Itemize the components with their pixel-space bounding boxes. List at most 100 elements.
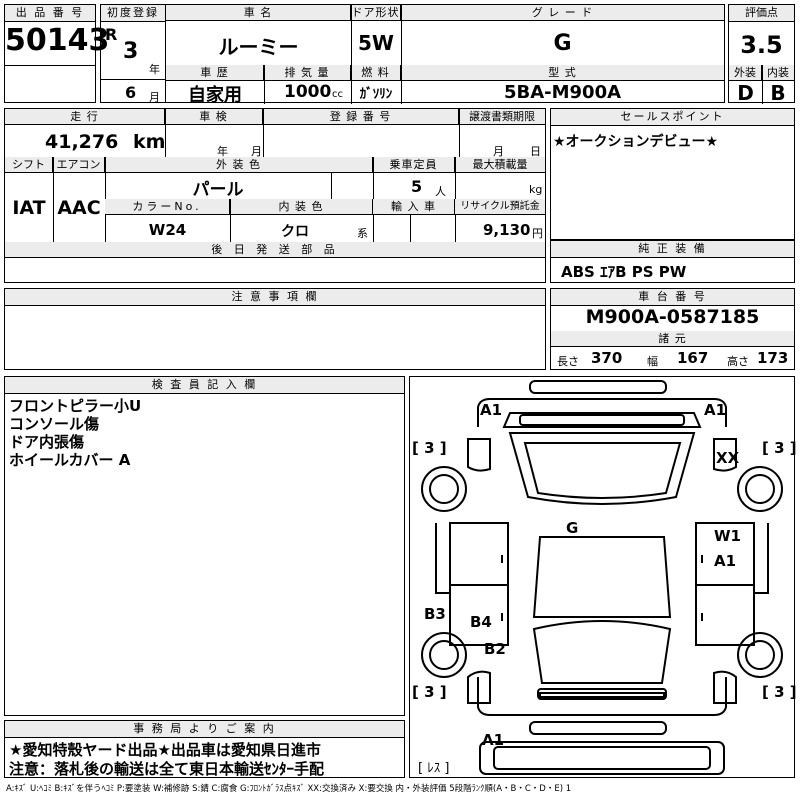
model: 5BA-M900A bbox=[503, 82, 622, 103]
era: R bbox=[105, 25, 118, 44]
exterior-grade: D bbox=[737, 81, 754, 105]
inspection-month-unit: 月 bbox=[251, 145, 262, 158]
inspection-year-unit: 年 bbox=[217, 145, 228, 158]
length-label: 長さ bbox=[557, 355, 579, 368]
score-box: 評価点 3.5 外装 内装 D B bbox=[728, 4, 795, 105]
transfer-month-unit: 月 bbox=[493, 145, 504, 158]
door-type: 5W bbox=[358, 31, 394, 55]
height-label: 高さ bbox=[727, 355, 749, 368]
first-registration-box: 初度登録 R 3 年 6 月 bbox=[100, 4, 166, 104]
car-outline-diagram bbox=[421, 380, 783, 775]
vehicle-detail-box: 走 行 車 検 登 録 番 号 譲渡書類期限 41,276 km 年 月 月 日… bbox=[4, 108, 546, 283]
mark-front-left: A1 bbox=[480, 401, 503, 419]
ac: AAC bbox=[57, 197, 101, 219]
mark-front-right: A1 bbox=[704, 401, 727, 419]
shift: IAT bbox=[12, 197, 46, 219]
history-label: 車 歴 bbox=[166, 65, 264, 81]
mark-right-door-1: W1 bbox=[714, 527, 741, 545]
fuel: ｶﾞｿﾘﾝ bbox=[359, 87, 393, 102]
mark-rear-bumper: A1 bbox=[482, 731, 505, 749]
grade: G bbox=[553, 31, 572, 56]
legend: A:ｷｽﾞ U:ﾍｺﾐ B:ｷｽﾞを伴うﾍｺﾐ P:要塗装 W:補修跡 S:錆 … bbox=[6, 784, 572, 794]
int-color-unit: 系 bbox=[357, 227, 368, 240]
inspector-note: ホイールカバー A bbox=[9, 451, 131, 469]
length: 370 bbox=[591, 349, 623, 367]
car-name: ルーミー bbox=[218, 35, 299, 59]
equipment: ABS ｴｱB PS PW bbox=[561, 263, 687, 281]
plate-label: 登 録 番 号 bbox=[263, 109, 459, 125]
recycle-unit: 円 bbox=[532, 227, 543, 240]
score-label: 評価点 bbox=[729, 5, 794, 22]
ac-label: エアコン bbox=[53, 157, 105, 173]
spare-tire-mark: [ ﾚｽ ] bbox=[418, 761, 450, 776]
caution-label: 注 意 事 項 欄 bbox=[5, 289, 545, 306]
mileage-unit: km bbox=[133, 131, 166, 153]
car-info-box: 車 名 ドア形状 グ レ ー ド ルーミー 5W G 車 歴 排 気 量 燃 料… bbox=[165, 4, 725, 106]
width-label: 幅 bbox=[647, 355, 658, 368]
inspector-note: コンソール傷 bbox=[9, 415, 100, 433]
later-parts-label: 後 日 発 送 部 品 bbox=[5, 242, 545, 258]
tire-fr-mark: [ 3 ] bbox=[762, 439, 797, 457]
lot-number-box: 出 品 番 号 50143 bbox=[4, 4, 109, 103]
chassis-box: 車 台 番 号 M900A-0587185 諸 元 長さ 370 幅 167 高… bbox=[550, 288, 795, 370]
mark-right-front: XX bbox=[716, 449, 740, 467]
shift-label: シフト bbox=[5, 157, 53, 173]
inspector-box: 検 査 員 記 入 欄 フロントピラー小U コンソール傷 ドア内張傷 ホイールカ… bbox=[4, 376, 405, 716]
office-line-1: ★愛知特殼ヤード出品★出品車は愛知県日進市 bbox=[9, 741, 321, 759]
history: 自家用 bbox=[188, 85, 242, 106]
caution-box: 注 意 事 項 欄 bbox=[4, 288, 546, 370]
office-line-2: 注意：落札後の輸送は全て東日本輸送ｾﾝﾀｰ手配 bbox=[9, 760, 325, 778]
transfer-day-unit: 日 bbox=[530, 145, 541, 158]
mark-left-rear-fender: B3 bbox=[424, 605, 446, 623]
interior-label: 内装 bbox=[762, 65, 794, 81]
ext-color: パール bbox=[192, 180, 244, 200]
mark-left-rear-door: B4 bbox=[470, 613, 492, 631]
mileage-label: 走 行 bbox=[5, 109, 165, 125]
load-unit: kg bbox=[529, 183, 543, 196]
recycle-label: リサイクル預託金 bbox=[455, 199, 545, 215]
sales-point-label: セールスポイント bbox=[551, 109, 794, 126]
color-no: W24 bbox=[148, 221, 187, 239]
registration-year: 3 bbox=[123, 39, 139, 64]
damage-diagram: [ 3 ] [ 3 ] [ 3 ] [ 3 ] A1 A1 XX G W1 A1… bbox=[409, 376, 797, 778]
inspector-note: フロントピラー小U bbox=[9, 397, 142, 415]
year-unit: 年 bbox=[149, 63, 160, 76]
tire-fl-mark: [ 3 ] bbox=[412, 439, 447, 457]
door-label: ドア形状 bbox=[351, 5, 401, 21]
capacity: 5 bbox=[411, 177, 423, 196]
capacity-unit: 人 bbox=[435, 185, 446, 198]
sales-point: ★オークションデビュー★ bbox=[553, 134, 719, 150]
model-label: 型 式 bbox=[401, 65, 724, 81]
mark-right-door-2: A1 bbox=[714, 552, 737, 570]
displacement-label: 排 気 量 bbox=[264, 65, 351, 81]
capacity-label: 乗車定員 bbox=[373, 157, 455, 173]
ext-color-label: 外 装 色 bbox=[105, 157, 373, 173]
color-no-label: カラーNo. bbox=[105, 199, 230, 215]
office-label: 事 務 局 よ り ご 案 内 bbox=[5, 721, 404, 738]
tire-rr-mark: [ 3 ] bbox=[762, 683, 797, 701]
int-color-label: 内 装 色 bbox=[230, 199, 373, 215]
import-label: 輸 入 車 bbox=[373, 199, 455, 215]
displacement-unit: cc bbox=[332, 89, 343, 100]
lot-number-label: 出 品 番 号 bbox=[5, 5, 95, 22]
displacement: 1000 bbox=[284, 82, 332, 102]
registration-month: 6 bbox=[125, 83, 137, 102]
score: 3.5 bbox=[740, 31, 783, 59]
int-color: クロ bbox=[281, 224, 309, 240]
transfer-deadline-label: 譲渡書類期限 bbox=[459, 109, 545, 125]
tire-rl-mark: [ 3 ] bbox=[412, 683, 447, 701]
width: 167 bbox=[677, 349, 709, 367]
equipment-label: 純 正 装 備 bbox=[551, 241, 794, 258]
chassis-label: 車 台 番 号 bbox=[551, 289, 794, 306]
mark-roof: G bbox=[566, 519, 579, 537]
office-box: 事 務 局 よ り ご 案 内 ★愛知特殼ヤード出品★出品車は愛知県日進市 注意… bbox=[4, 720, 405, 778]
mileage: 41,276 bbox=[45, 131, 119, 153]
fuel-label: 燃 料 bbox=[351, 65, 401, 81]
inspection-label: 車 検 bbox=[165, 109, 263, 125]
inspector-note: ドア内張傷 bbox=[9, 433, 85, 451]
mark-left-rear-quarter: B2 bbox=[484, 640, 506, 658]
interior-grade: B bbox=[770, 81, 786, 105]
car-name-label: 車 名 bbox=[166, 5, 351, 21]
chassis-number: M900A-0587185 bbox=[585, 306, 760, 328]
grade-label: グ レ ー ド bbox=[401, 5, 724, 21]
